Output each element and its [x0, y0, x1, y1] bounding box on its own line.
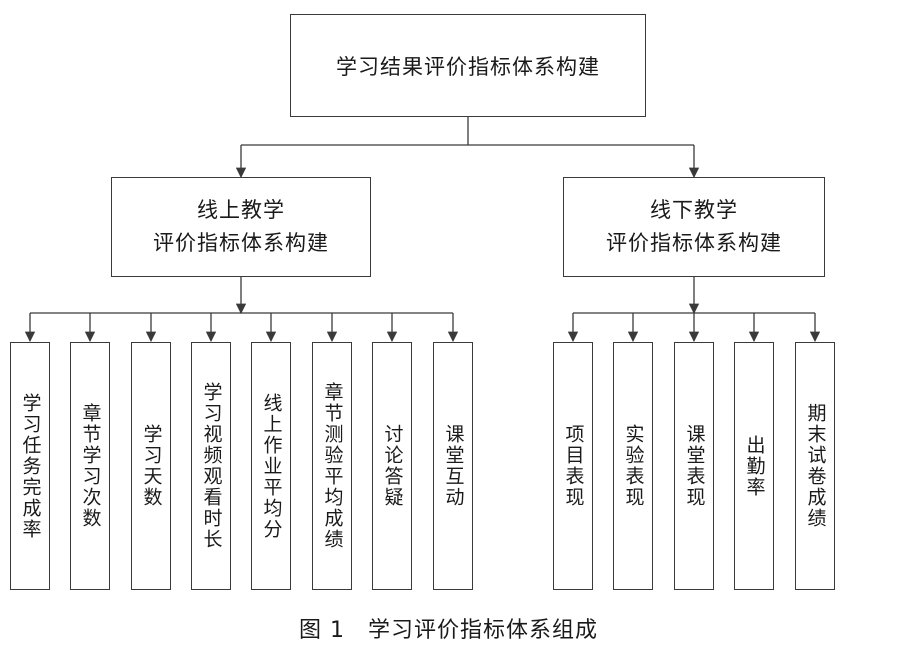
leaf-label: 学习任务完成率	[19, 392, 42, 540]
online-label-line-1: 线上教学	[197, 198, 285, 222]
offline-leaf-5: 期末试卷成绩	[795, 342, 835, 590]
root-node: 学习结果评价指标体系构建	[290, 14, 646, 117]
leaf-label: 期末试卷成绩	[804, 403, 827, 529]
online-leaf-5: 线上作业平均分	[251, 342, 291, 590]
online-leaf-7: 讨论答疑	[372, 342, 412, 590]
leaf-label: 学习天数	[140, 424, 163, 508]
leaf-label: 讨论答疑	[381, 424, 404, 508]
leaf-label: 章节测验平均成绩	[321, 382, 344, 550]
root-label: 学习结果评价指标体系构建	[336, 54, 600, 79]
leaf-label: 课堂表现	[683, 424, 706, 508]
online-label-line-2: 评价指标体系构建	[153, 231, 329, 255]
figure-caption: 图 1 学习评价指标体系组成	[299, 618, 598, 643]
leaf-label: 线上作业平均分	[260, 392, 283, 540]
leaf-label: 章节学习次数	[79, 403, 102, 529]
offline-node: 线下教学 评价指标体系构建	[563, 177, 825, 277]
offline-leaf-2: 实验表现	[613, 342, 653, 590]
offline-leaf-4: 出勤率	[734, 342, 774, 590]
online-leaf-3: 学习天数	[131, 342, 171, 590]
leaf-label: 实验表现	[622, 424, 645, 508]
leaf-label: 学习视频观看时长	[200, 382, 223, 550]
online-leaf-8: 课堂互动	[433, 342, 473, 590]
online-leaf-6: 章节测验平均成绩	[312, 342, 352, 590]
online-node: 线上教学 评价指标体系构建	[111, 177, 371, 277]
online-leaf-2: 章节学习次数	[70, 342, 110, 590]
offline-label-line-2: 评价指标体系构建	[606, 231, 782, 255]
leaf-label: 项目表现	[562, 424, 585, 508]
online-leaf-4: 学习视频观看时长	[191, 342, 231, 590]
online-leaf-1: 学习任务完成率	[10, 342, 50, 590]
offline-leaf-1: 项目表现	[553, 342, 593, 590]
leaf-label: 课堂互动	[442, 424, 465, 508]
offline-label-line-1: 线下教学	[650, 198, 738, 222]
leaf-label: 出勤率	[743, 434, 766, 498]
offline-leaf-3: 课堂表现	[674, 342, 714, 590]
